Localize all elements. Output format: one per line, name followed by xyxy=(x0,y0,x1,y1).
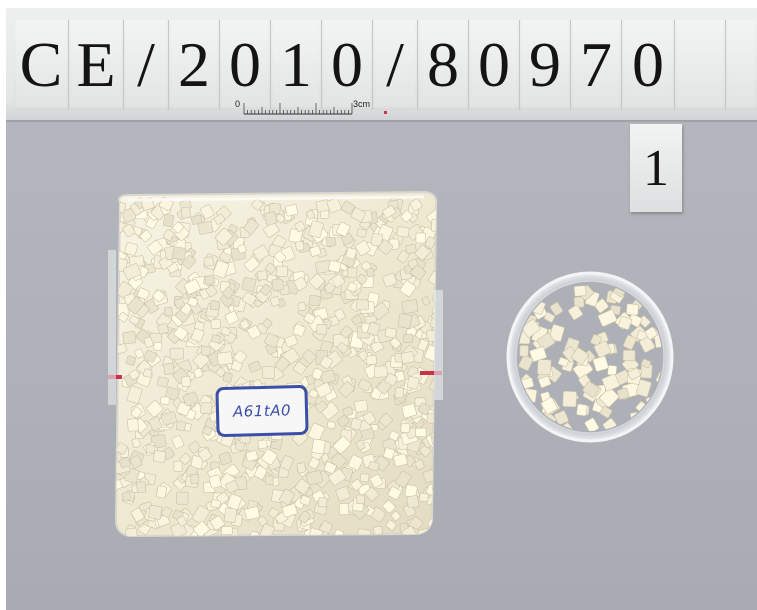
id-char-card: 2 xyxy=(169,20,220,110)
bag-sample-tag-text: A61tA0 xyxy=(232,401,292,421)
ruler-end-label: 3cm xyxy=(353,99,371,109)
id-char-card: 9 xyxy=(520,20,571,110)
scale-ruler: 0 3cm xyxy=(232,99,392,116)
bag-illustration xyxy=(108,190,443,538)
id-char-card: E xyxy=(69,20,124,110)
sample-id-label-strip: C E / 2 0 1 0 / 8 0 9 7 0 xyxy=(6,8,757,122)
ruler-ticks xyxy=(243,103,387,115)
id-char-card: 7 xyxy=(571,20,622,110)
id-char-card: 0 xyxy=(220,20,271,110)
id-char-card: / xyxy=(124,20,169,110)
petri-dish xyxy=(505,270,675,445)
id-char-card: 1 xyxy=(271,20,322,110)
ruler-zero-label: 0 xyxy=(235,99,241,109)
blank-card xyxy=(726,20,757,110)
id-char-card: 0 xyxy=(622,20,675,110)
blank-card xyxy=(675,20,726,110)
bag-edge-left xyxy=(108,250,116,405)
bag-seal-highlight xyxy=(127,195,425,202)
id-char-card: 0 xyxy=(469,20,520,110)
id-char-card: 8 xyxy=(418,20,469,110)
bag-sample-tag: A61tA0 xyxy=(215,384,309,438)
id-char-card: / xyxy=(373,20,418,110)
id-char-card: C xyxy=(14,20,69,110)
sample-number-card: 1 xyxy=(630,124,682,212)
bag-zip-mark-right xyxy=(420,371,442,375)
dish-illustration xyxy=(506,271,674,443)
id-char-card: 0 xyxy=(322,20,373,110)
bag-edge-right xyxy=(434,290,443,400)
pellet-bag xyxy=(108,190,443,538)
